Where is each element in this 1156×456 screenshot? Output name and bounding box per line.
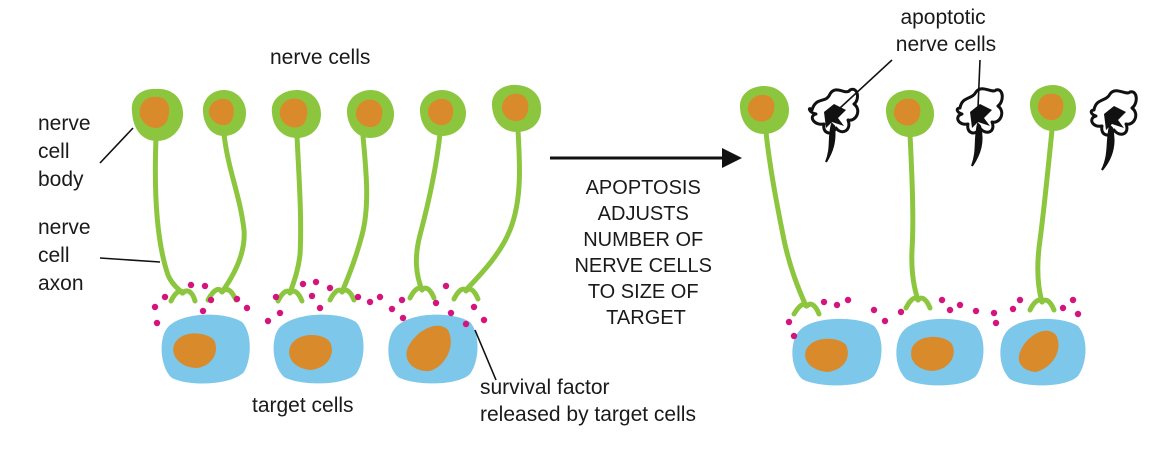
target-cells-right <box>792 318 1086 386</box>
neuron <box>739 86 822 317</box>
neuron <box>885 90 934 311</box>
nerve-cell-body-label: nerve cell body <box>38 112 96 191</box>
neuron <box>131 88 198 304</box>
neuron <box>271 90 321 304</box>
target-cell <box>273 314 364 384</box>
survival-factor-dots-left <box>151 278 488 328</box>
body-leader-line <box>99 127 134 164</box>
target-cell <box>792 318 882 386</box>
neuron <box>202 90 247 303</box>
target-cell <box>161 314 250 384</box>
axon-leader-line <box>99 257 161 263</box>
target-cell <box>896 318 984 386</box>
transition-arrow <box>550 148 742 168</box>
neuron <box>451 84 542 302</box>
neuron <box>1027 85 1076 313</box>
nerve-cells-label: nerve cells <box>270 46 370 69</box>
survival-factor-dots-right <box>785 296 1082 340</box>
after-panel <box>739 85 1138 386</box>
apoptotic-cell <box>1089 89 1138 171</box>
target-cells-label: target cells <box>252 394 354 417</box>
apoptotic-leader-line-1 <box>839 59 893 109</box>
neuron <box>327 90 394 303</box>
survival-factor-label: survival factor released by target cells <box>480 376 696 426</box>
nerve-cell-axon-label: nerve cell axon <box>38 216 96 295</box>
apoptotic-nerve-cells-label: apoptotic nerve cells <box>896 6 996 56</box>
apoptotic-cell <box>807 87 860 163</box>
target-cell <box>1000 318 1086 386</box>
survival-factor-leader-line <box>474 329 497 381</box>
arrow-caption: APOPTOSIS ADJUSTS NUMBER OF NERVE CELLS … <box>574 177 717 329</box>
target-cells-left <box>161 314 478 384</box>
apoptotic-leader-line-2 <box>977 59 981 109</box>
before-panel <box>131 84 542 384</box>
neuron <box>407 90 466 301</box>
target-cell <box>388 314 478 384</box>
apoptotic-cell <box>955 87 1004 167</box>
leader-lines <box>99 59 981 381</box>
